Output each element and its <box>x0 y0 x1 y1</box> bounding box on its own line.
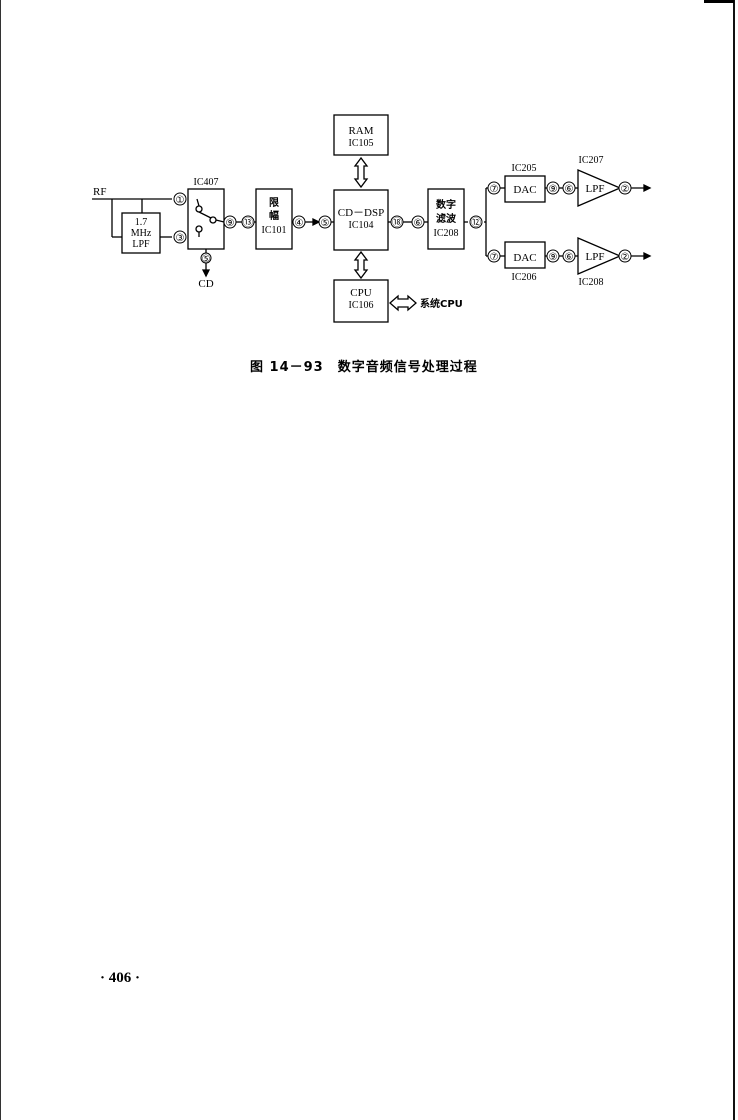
cpu-line2: IC106 <box>349 300 374 311</box>
rf-input-label: RF <box>93 186 106 198</box>
lpf-in-line1: 1.7 <box>135 217 148 228</box>
pin-label: ⑨ <box>549 184 558 195</box>
pin-label: ② <box>621 184 630 195</box>
scan-mark <box>704 0 734 3</box>
pin-label: ⑦ <box>490 252 499 263</box>
pin-label: ⑥ <box>414 218 423 229</box>
lpf-bot-ic: IC208 <box>579 277 604 288</box>
dsp-line1: CD－DSP <box>338 207 384 219</box>
pin-label: ⑤ <box>202 254 211 265</box>
page-border-right <box>733 0 735 1120</box>
dac-top-ic: IC205 <box>512 163 537 174</box>
pin-label: ② <box>621 252 630 263</box>
limiter-line2: 幅 <box>269 209 279 222</box>
ram-line2: IC105 <box>349 138 374 149</box>
limiter-line3: IC101 <box>262 225 287 236</box>
block-diagram: RF 1.7 MHz LPF IC407 CD 限 幅 IC101 CD－DSP… <box>92 114 652 323</box>
pin-label: ⑬ <box>243 217 253 229</box>
pin-label: ④ <box>295 218 304 229</box>
lpf-bot-label: LPF <box>586 251 605 263</box>
cpu-line1: CPU <box>350 287 371 299</box>
pin-label: ⑤ <box>321 218 330 229</box>
pin-label: ① <box>176 195 185 206</box>
pin-label: ⑥ <box>565 184 574 195</box>
figure-caption: 图 14－93 数字音频信号处理过程 <box>250 360 478 375</box>
pin-label: ⑫ <box>471 217 481 229</box>
dac-top-label: DAC <box>513 184 536 196</box>
dac-bot-ic: IC206 <box>512 272 537 283</box>
dsp-line2: IC104 <box>349 220 374 231</box>
filter-line3: IC208 <box>434 228 459 239</box>
pin-label: ③ <box>176 233 185 244</box>
lpf-top-label: LPF <box>586 183 605 195</box>
lpf-in-line3: LPF <box>132 239 150 250</box>
switch-ic-label: IC407 <box>194 177 219 188</box>
cd-output-label: CD <box>198 278 213 290</box>
filter-line2: 滤波 <box>436 212 457 225</box>
page-border-left <box>0 0 1 1120</box>
filter-line1: 数字 <box>436 198 456 211</box>
lpf-top-ic: IC207 <box>579 155 604 166</box>
pin-label: ⑱ <box>392 217 402 229</box>
system-cpu-label: 系统CPU <box>420 297 463 310</box>
pin-label: ⑥ <box>565 252 574 263</box>
pin-label: ⑨ <box>549 252 558 263</box>
dac-bot-label: DAC <box>513 252 536 264</box>
lpf-in-line2: MHz <box>131 228 152 239</box>
pin-label: ⑨ <box>226 218 235 229</box>
page-number: · 406 · <box>100 970 141 986</box>
ram-line1: RAM <box>348 125 373 137</box>
pin-label: ⑦ <box>490 184 499 195</box>
limiter-line1: 限 <box>269 197 280 209</box>
